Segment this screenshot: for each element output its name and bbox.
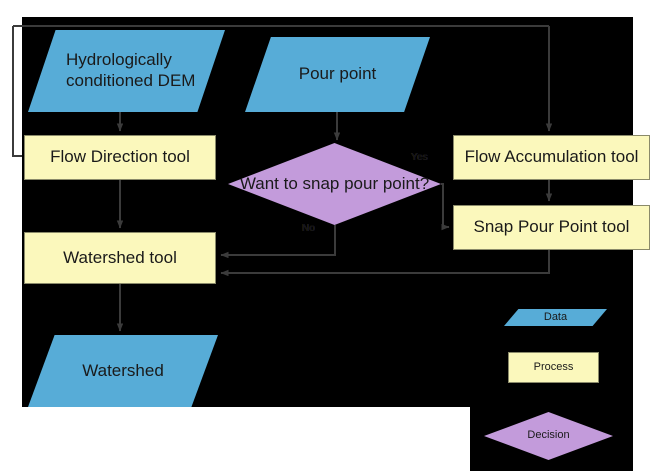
legend-item-process: Process — [508, 352, 599, 383]
legend-label: Data — [543, 310, 568, 323]
node-hydrologically-conditioned-dem[interactable]: Hydrologically conditioned DEM — [28, 30, 225, 112]
edge-label-yes: Yes — [411, 152, 428, 163]
node-snap-pour-point-tool[interactable]: Snap Pour Point tool — [453, 205, 650, 250]
node-label: Snap Pour Point tool — [473, 217, 630, 237]
legend-label: Process — [533, 360, 574, 373]
node-label: Want to snap pour point? — [239, 173, 430, 193]
node-pour-point[interactable]: Pour point — [245, 37, 430, 112]
node-flow-direction-tool[interactable]: Flow Direction tool — [24, 135, 216, 180]
legend-item-data: Data — [504, 309, 607, 326]
node-label: Watershed tool — [63, 247, 177, 267]
edge-snap-to-watershed-tool — [220, 250, 550, 277]
node-label: Flow Accumulation tool — [464, 147, 639, 167]
node-label: Hydrologically conditioned DEM — [66, 50, 196, 90]
node-watershed[interactable]: Watershed — [28, 335, 218, 407]
edge-label-no: No — [302, 223, 316, 234]
node-label: Pour point — [298, 64, 377, 84]
legend-label: Decision — [527, 429, 570, 442]
node-label: Flow Direction tool — [50, 147, 190, 167]
node-label: Watershed — [82, 360, 164, 380]
edge-left-rail — [12, 26, 22, 157]
node-flow-accumulation-tool[interactable]: Flow Accumulation tool — [453, 135, 650, 180]
node-watershed-tool[interactable]: Watershed tool — [24, 232, 216, 284]
edge-decision-no-to-watershed-tool — [220, 225, 336, 259]
edge-decision-yes-to-snap — [441, 183, 450, 231]
